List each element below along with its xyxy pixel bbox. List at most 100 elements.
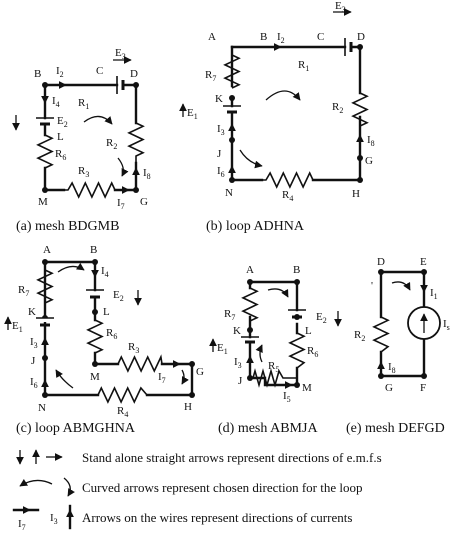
loop-direction-arrow [83, 115, 113, 125]
resistor-r7 [223, 54, 241, 89]
label-e3: E3 [335, 0, 346, 14]
label-i8: I8 [388, 361, 396, 375]
wire [43, 260, 194, 366]
node-label-g: G [140, 196, 148, 208]
node-dot [229, 95, 235, 101]
loop-direction-arrow [181, 369, 189, 385]
panel-b-loop-adhna: A B C D K J N G H I2 R1 E3 R7 E1 I3 I6 R… [179, 0, 375, 234]
label-r7: R7 [224, 308, 235, 322]
node-label-m: M [38, 196, 48, 208]
label-r7: R7 [18, 284, 29, 298]
label-r2: R2 [354, 329, 365, 343]
label-i4: I4 [101, 265, 109, 279]
resistor-r6 [288, 332, 306, 369]
node-label-k: K [233, 325, 241, 337]
label-i5: I5 [283, 390, 291, 404]
node-dot [229, 177, 235, 183]
label-i7: I7 [158, 371, 166, 385]
resistor-r2 [351, 92, 369, 127]
node-label-l: L [57, 131, 64, 143]
label-e1: E1 [187, 107, 198, 121]
node-label-m: M [302, 382, 312, 394]
node-label-g: G [365, 155, 373, 167]
node-dot [189, 361, 195, 367]
resistor-r5 [250, 368, 297, 388]
node-label-m: M [90, 371, 100, 383]
node-dot [247, 279, 253, 285]
node-dot [421, 269, 427, 275]
node-label-b: B [260, 31, 267, 43]
node-label-f: F [420, 382, 426, 394]
node-label-c: C [96, 65, 103, 77]
node-label-n: N [225, 187, 233, 199]
label-r3: R3 [128, 341, 139, 355]
node-label-j: J [238, 375, 243, 387]
loop-direction-arrow [117, 157, 129, 177]
node-label-j: J [31, 355, 36, 367]
node-label-d: D [377, 256, 385, 268]
loop-direction-arrow [267, 288, 289, 298]
node-label-j: J [217, 148, 222, 160]
node-label-k: K [215, 93, 223, 105]
node-label-g: G [196, 366, 204, 378]
label-r7: R7 [205, 69, 216, 83]
node-label-b: B [90, 244, 97, 256]
node-dot [378, 373, 384, 379]
caption-e: (e) mesh DEFGD [346, 421, 445, 436]
label-r1: R1 [78, 97, 89, 111]
legend-label-i3: I3 [50, 512, 58, 526]
label-e1: E1 [12, 320, 23, 334]
node-label-g: G [385, 382, 393, 394]
node-dot [421, 373, 427, 379]
legend: Stand alone straight arrows represent di… [12, 449, 382, 532]
panel-e-mesh-defgd: D E G F ' R2 I8 I1 Is (e) mesh DEFGD [346, 256, 450, 436]
node-label-h: H [352, 188, 360, 200]
panel-a-mesh-bdgmb: B C D L M G I2 R1 E3 I4 E2 R2 R6 R3 I8 I… [12, 47, 151, 234]
label-r5: R5 [268, 360, 279, 374]
loop-direction-arrow [55, 369, 74, 389]
caption-d: (d) mesh ABMJA [218, 421, 318, 436]
panel-c-loop-abmghna: A B K L J M N G H R7 E1 I3 I6 I4 E2 R6 R… [4, 244, 204, 436]
node-label-l: L [103, 306, 110, 318]
label-r6: R6 [307, 345, 318, 359]
resistor-r7 [36, 269, 54, 304]
node-label-a: A [208, 31, 216, 43]
label-r2: R2 [106, 137, 117, 151]
legend-emf-text: Stand alone straight arrows represent di… [82, 450, 382, 465]
label-is: Is [443, 318, 450, 332]
resistor-r2 [127, 122, 145, 163]
label-r4: R4 [117, 405, 128, 419]
resistor-r3 [117, 354, 163, 373]
node-dot [42, 355, 48, 361]
node-dot [357, 44, 363, 50]
label-e1: E1 [217, 342, 228, 356]
node-dot [357, 155, 363, 161]
label-i1: I1 [430, 287, 438, 301]
label-r6: R6 [55, 148, 66, 162]
resistor-r4 [97, 386, 148, 404]
node-dot [92, 309, 98, 315]
legend-loop-text: Curved arrows represent chosen direction… [82, 480, 363, 495]
node-label-k: K [28, 306, 36, 318]
node-dot [42, 187, 48, 193]
node-dot [133, 82, 139, 88]
loop-direction-arrow [57, 262, 85, 273]
label-i2: I2 [277, 31, 285, 45]
node-dot [357, 177, 363, 183]
loop-direction-arrow [391, 281, 411, 291]
caption-a: (a) mesh BDGMB [16, 219, 119, 234]
label-r4: R4 [282, 189, 293, 203]
node-dot [294, 279, 300, 285]
label-e3: E3 [115, 47, 126, 61]
node-label-e: E [420, 256, 427, 268]
resistor-r3 [64, 181, 116, 199]
resistor-r7 [241, 287, 259, 322]
loop-direction-arrow [255, 344, 263, 363]
resistor-r2 [372, 316, 390, 353]
label-r3: R3 [78, 165, 89, 179]
loop-direction-arrow [265, 90, 301, 101]
node-label-d: D [130, 68, 138, 80]
wire [43, 260, 194, 397]
label-i3: I3 [217, 123, 225, 137]
label-r1: R1 [298, 59, 309, 73]
